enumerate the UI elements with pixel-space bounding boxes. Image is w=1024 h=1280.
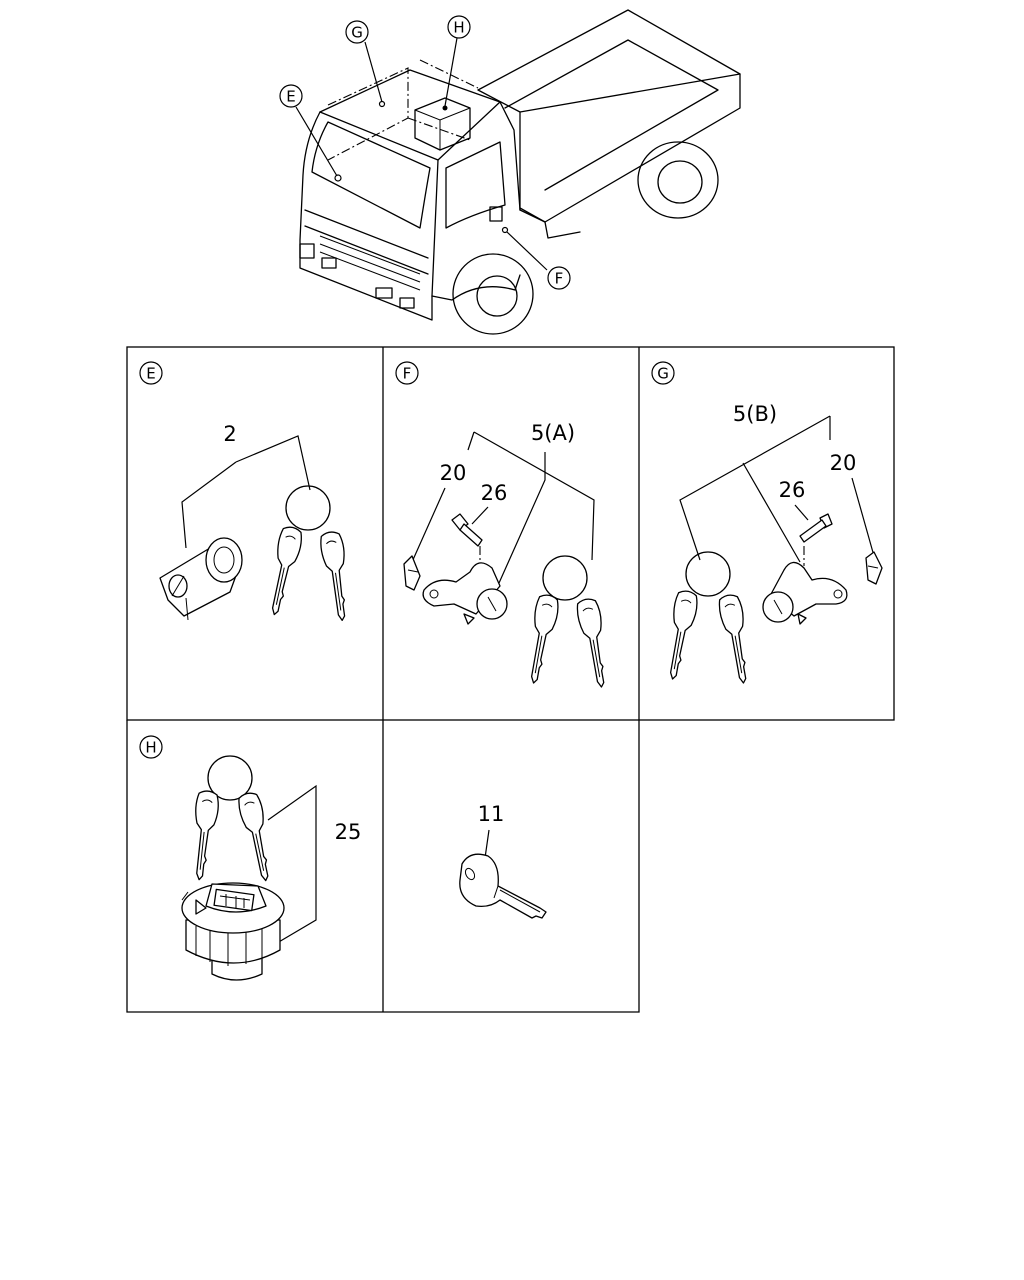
panel-g-callout: G — [651, 361, 675, 385]
callout-h: H — [447, 15, 471, 39]
callout-g: G — [345, 20, 369, 44]
panel-e-label: E — [146, 365, 155, 383]
panel-e-callout: E — [139, 361, 163, 385]
blank-key-11 — [459, 853, 547, 919]
panel-key: 11 — [459, 802, 547, 919]
panel-g: G 5(B) 26 20 — [651, 361, 883, 686]
bolt-26-f — [451, 513, 483, 566]
callout-g-label: G — [351, 24, 363, 42]
panel-g-label: G — [657, 365, 669, 383]
panel-e: E 2 — [139, 361, 355, 623]
panel-h-label: H — [145, 739, 156, 757]
panel-h-callout: H — [139, 735, 163, 759]
part-number-26-f: 26 — [481, 481, 508, 505]
ignition-cylinder — [159, 537, 243, 621]
bolt-26-g — [799, 513, 833, 566]
part-number-25: 25 — [335, 820, 362, 844]
callout-h-label: H — [453, 19, 464, 37]
panel-h: H 25 — [139, 735, 362, 981]
truck-overview: G H E F — [279, 9, 741, 335]
part-number-20-g: 20 — [830, 451, 857, 475]
door-lock-cylinder-g — [762, 561, 848, 625]
part-number-20-f: 20 — [440, 461, 467, 485]
panel-grid — [126, 346, 895, 1013]
door-lock-cylinder-f — [422, 562, 508, 625]
part-number-5a: 5(A) — [531, 421, 575, 445]
callout-f-label: F — [555, 270, 564, 288]
callout-e-label: E — [286, 88, 295, 106]
key-ring-e — [263, 485, 355, 623]
callout-f: F — [547, 266, 571, 290]
retainer-20-g — [865, 551, 883, 585]
panel-f-callout: F — [395, 361, 419, 385]
part-number-5b: 5(B) — [733, 402, 777, 426]
retainer-20-f — [403, 555, 421, 591]
part-number-26-g: 26 — [779, 478, 806, 502]
panel-f-label: F — [403, 365, 412, 383]
fuel-cap — [181, 882, 285, 981]
panel-f: F 5(A) 20 26 — [395, 361, 614, 690]
key-ring-h — [187, 755, 278, 884]
key-ring-f — [522, 555, 614, 690]
callout-e: E — [279, 84, 303, 108]
part-number-2: 2 — [223, 422, 236, 446]
key-ring-g — [661, 551, 756, 686]
part-number-11: 11 — [478, 802, 505, 826]
